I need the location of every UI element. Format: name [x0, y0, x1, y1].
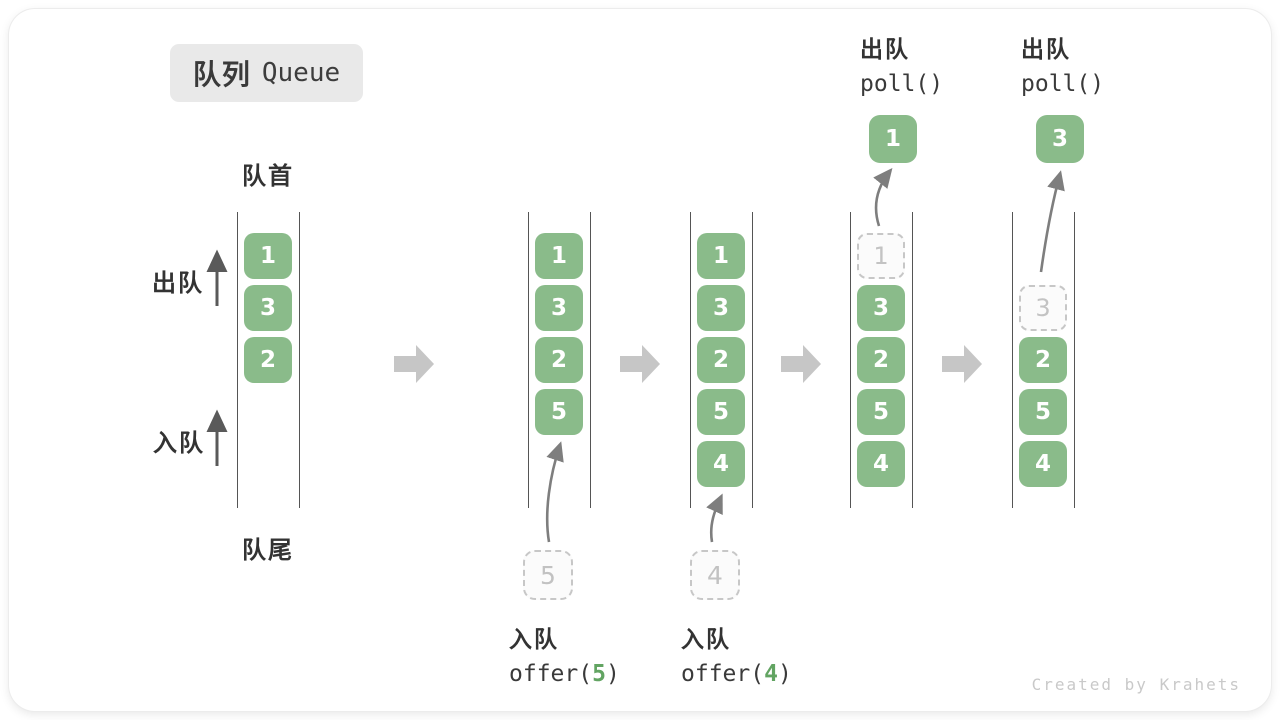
step-arrow-icon	[620, 345, 660, 383]
step-arrow-icon	[781, 345, 821, 383]
queue-item: 1	[244, 233, 292, 279]
poll-code: poll()	[860, 71, 944, 97]
queue-state-after-poll3: 3 2 5 4	[1012, 212, 1075, 508]
queue-item: 5	[697, 389, 745, 435]
pending-value-box: 4	[690, 550, 740, 600]
queue-item: 2	[697, 337, 745, 383]
enqueue-side-label: 入队	[153, 429, 205, 457]
pending-value-box: 5	[523, 550, 573, 600]
offer-code: offer(4)	[681, 661, 792, 687]
offer-arg: 5	[592, 661, 606, 687]
poll-label-zh: 出队	[860, 37, 910, 63]
poll-annotation: 出队 poll()	[1021, 30, 1104, 97]
queue-rear-label: 队尾	[242, 536, 294, 564]
queue-item: 5	[535, 389, 583, 435]
queue-item: 4	[697, 441, 745, 487]
poll-label-zh: 出队	[1021, 37, 1071, 63]
offer-label-zh: 入队	[509, 627, 559, 653]
queue-item: 5	[857, 389, 905, 435]
queue-item: 2	[1019, 337, 1067, 383]
polled-value-box: 1	[869, 115, 917, 163]
queue-state-after-poll1: 1 3 2 5 4	[850, 212, 913, 508]
queue-item: 3	[244, 285, 292, 331]
queue-item: 4	[857, 441, 905, 487]
offer-arg: 4	[764, 661, 778, 687]
queue-item: 2	[535, 337, 583, 383]
step-arrow-icon	[942, 345, 982, 383]
poll-annotation: 出队 poll()	[860, 30, 943, 97]
polled-value-box: 3	[1036, 115, 1084, 163]
offer-code: offer(5)	[509, 661, 620, 687]
queue-item: 2	[244, 337, 292, 383]
queue-item: 3	[857, 285, 905, 331]
queue-item: 5	[1019, 389, 1067, 435]
queue-state-initial: 1 3 2	[237, 212, 300, 508]
dequeue-side-label: 出队	[152, 269, 204, 297]
title-badge: 队列 Queue	[170, 44, 363, 102]
queue-item: 2	[857, 337, 905, 383]
offer-annotation: 入队 offer(5)	[509, 620, 620, 687]
poll-code: poll()	[1021, 71, 1105, 97]
queue-item: 3	[697, 285, 745, 331]
offer-label-zh: 入队	[681, 627, 731, 653]
queue-item-removed: 3	[1019, 285, 1067, 331]
queue-state-after-offer4: 1 3 2 5 4	[690, 212, 753, 508]
queue-item: 3	[535, 285, 583, 331]
queue-item-removed: 1	[857, 233, 905, 279]
queue-state-after-offer5: 1 3 2 5	[528, 212, 591, 508]
step-arrow-icon	[394, 345, 434, 383]
title-zh: 队列	[192, 58, 251, 91]
watermark: Created by Krahets	[1031, 675, 1241, 694]
queue-item: 1	[535, 233, 583, 279]
queue-item: 4	[1019, 441, 1067, 487]
queue-front-label: 队首	[242, 162, 294, 190]
title-en: Queue	[261, 58, 341, 88]
queue-item: 1	[697, 233, 745, 279]
offer-annotation: 入队 offer(4)	[681, 620, 792, 687]
